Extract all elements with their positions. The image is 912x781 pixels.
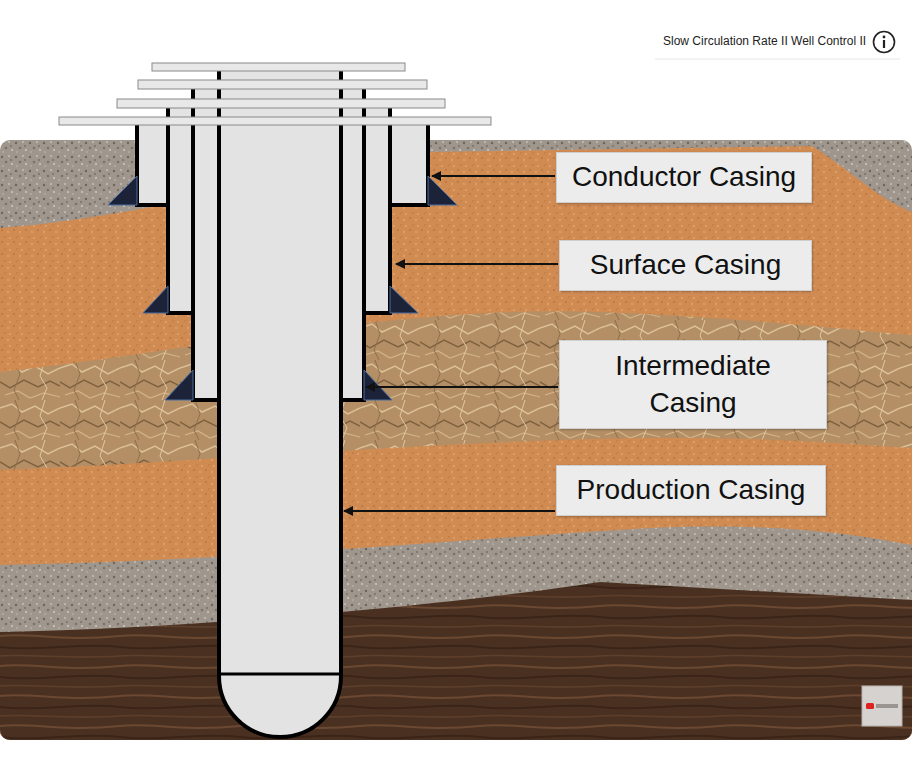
flange-plate	[59, 117, 491, 125]
label-box: Intermediate Casing	[559, 340, 827, 429]
leader-line	[432, 175, 555, 177]
leader-line	[344, 510, 555, 512]
production-casing	[219, 68, 341, 737]
leader-line	[396, 263, 558, 265]
casing-label: Surface Casing	[590, 247, 781, 283]
gravel-layer	[0, 140, 912, 740]
cement-wedge	[165, 370, 193, 400]
leader-lines	[344, 176, 558, 511]
cement-wedge	[390, 286, 418, 313]
header-rule	[655, 59, 900, 60]
flange-plate	[117, 99, 445, 108]
casing-label: Intermediate Casing	[574, 348, 812, 421]
ground-layers	[0, 140, 912, 740]
label-box: Conductor Casing	[556, 152, 812, 203]
label-box: Surface Casing	[559, 240, 812, 291]
cement-wedge	[364, 370, 392, 400]
cement-wedge	[108, 176, 137, 205]
flange-plate	[152, 63, 405, 71]
cement-wedge	[428, 176, 457, 205]
casing-label: Conductor Casing	[572, 159, 796, 195]
casing-label: Production Casing	[577, 472, 806, 508]
bedrock-layer	[0, 582, 912, 740]
gravel-layer	[0, 526, 912, 740]
sand-layer	[0, 146, 912, 740]
wellhead	[59, 63, 491, 125]
info-icon	[874, 32, 895, 53]
video-title: Slow Circulation Rate II Well Control II	[661, 34, 868, 48]
casing-shoe	[219, 673, 341, 676]
flange-plate	[138, 80, 427, 89]
cement	[108, 176, 457, 400]
label-box: Production Casing	[556, 465, 826, 516]
shale-layer	[0, 311, 912, 740]
cement-wedge	[143, 286, 168, 313]
leader-line	[366, 386, 558, 388]
casing-wall	[219, 68, 341, 737]
channel-logo	[862, 686, 902, 726]
sand-layer	[0, 438, 912, 740]
